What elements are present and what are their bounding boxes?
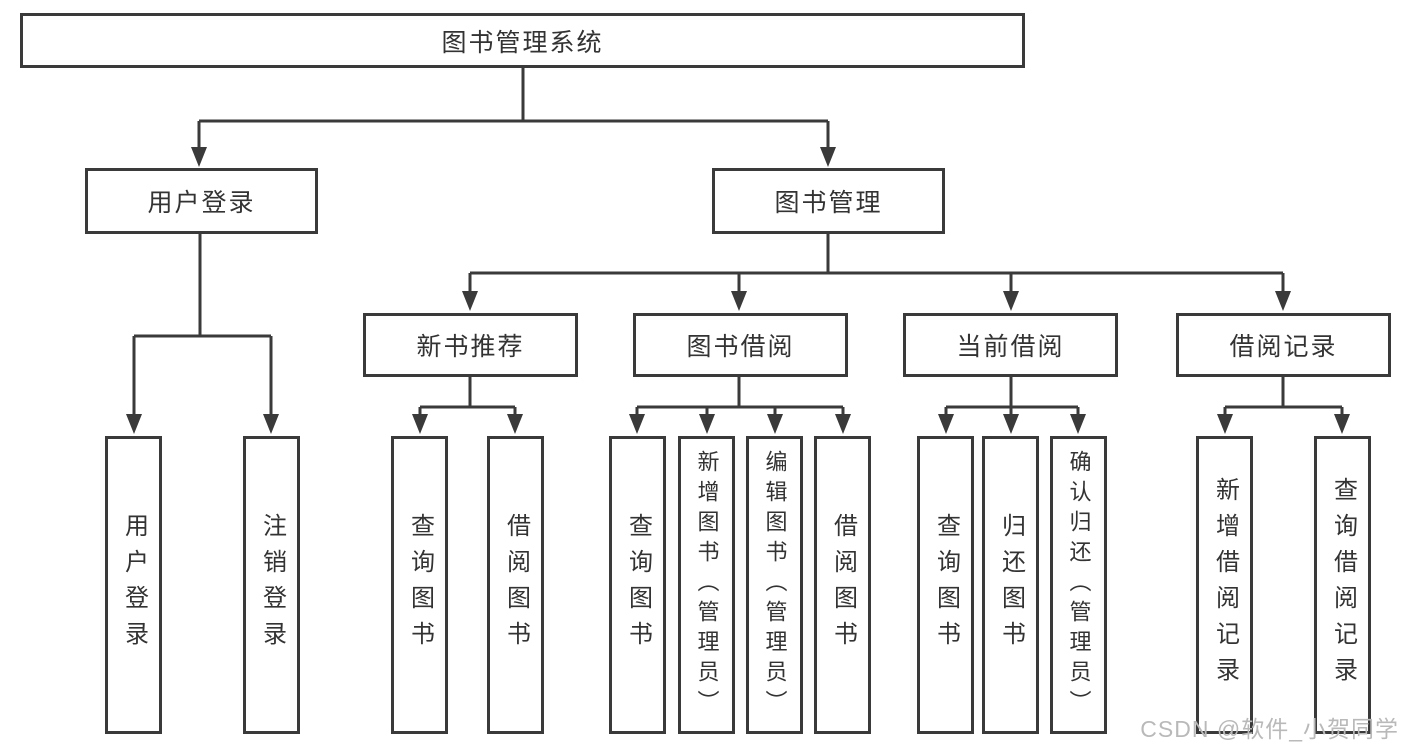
node-current-borrowing-label: 当前借阅 [956,333,1065,361]
node-new-book-recommend-label: 新书推荐 [416,333,525,361]
leaf-confirm-return-admin: 确认归还（管理员） [1050,436,1107,734]
leaf-return-books: 归还图书 [982,436,1039,734]
node-book-borrowing-label: 图书借阅 [686,333,795,361]
node-borrowing-records-label: 借阅记录 [1229,333,1338,361]
node-book-management-label: 图书管理 [774,189,883,217]
leaf-query-borrow-record: 查询借阅记录 [1314,436,1371,734]
leaf-query-borrow-record-label: 查询借阅记录 [1329,477,1357,693]
node-user-login: 用户登录 [85,168,318,234]
node-new-book-recommend: 新书推荐 [363,313,578,377]
leaf-query-books-current: 查询图书 [917,436,974,734]
node-root-system: 图书管理系统 [20,13,1025,68]
leaf-logout: 注销登录 [243,436,300,734]
leaf-add-books-admin: 新增图书（管理员） [678,436,735,734]
leaf-user-login: 用户登录 [105,436,162,734]
leaf-edit-books-admin: 编辑图书（管理员） [746,436,803,734]
leaf-user-login-label: 用户登录 [120,513,148,657]
leaf-borrow-books-recommend-label: 借阅图书 [502,513,530,657]
node-borrowing-records: 借阅记录 [1176,313,1391,377]
leaf-query-books-borrow: 查询图书 [609,436,666,734]
leaf-query-books-recommend: 查询图书 [391,436,448,734]
leaf-borrow-books-label: 借阅图书 [829,513,857,657]
node-root-label: 图书管理系统 [441,28,604,57]
node-current-borrowing: 当前借阅 [903,313,1118,377]
csdn-watermark: CSDN @软件_小贺同学 [1140,716,1399,742]
leaf-query-books-current-label: 查询图书 [932,513,960,657]
leaf-borrow-books-recommend: 借阅图书 [487,436,544,734]
leaf-logout-label: 注销登录 [258,513,286,657]
node-book-management: 图书管理 [712,168,945,234]
leaf-add-borrow-record-label: 新增借阅记录 [1211,477,1239,693]
leaf-return-books-label: 归还图书 [997,513,1025,657]
leaf-query-books-borrow-label: 查询图书 [624,513,652,657]
leaf-query-books-recommend-label: 查询图书 [406,513,434,657]
node-user-login-label: 用户登录 [147,189,256,217]
node-book-borrowing: 图书借阅 [633,313,848,377]
leaf-edit-books-admin-label: 编辑图书（管理员） [762,450,788,720]
leaf-add-borrow-record: 新增借阅记录 [1196,436,1253,734]
leaf-add-books-admin-label: 新增图书（管理员） [694,450,720,720]
leaf-confirm-return-admin-label: 确认归还（管理员） [1066,450,1092,720]
leaf-borrow-books: 借阅图书 [814,436,871,734]
